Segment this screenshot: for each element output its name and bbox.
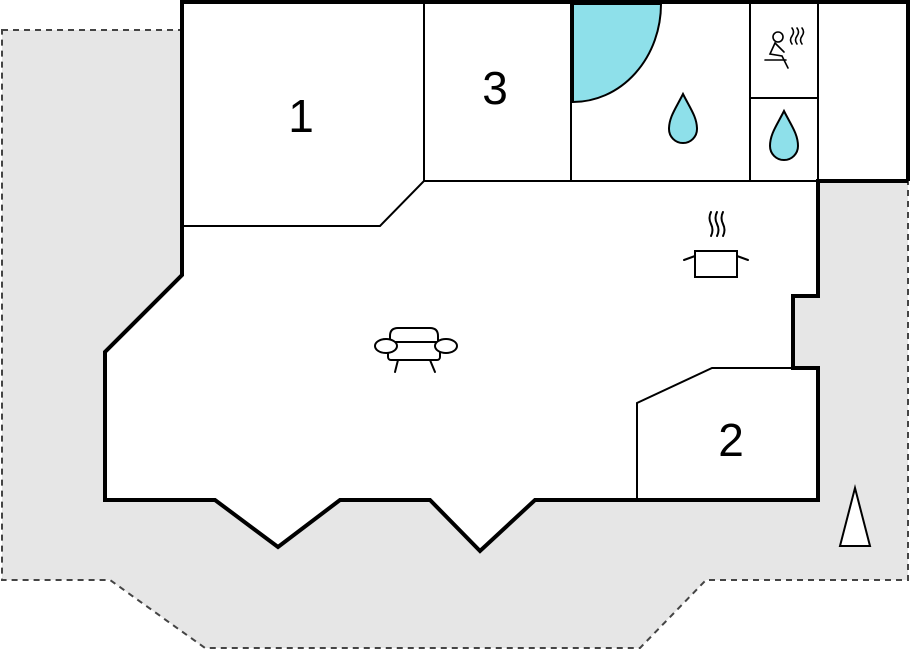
outer-wall xyxy=(103,0,910,554)
room-label-3: 3 xyxy=(482,62,508,114)
inner-walls xyxy=(182,2,819,500)
north-arrow-icon xyxy=(838,484,872,547)
shower-area xyxy=(572,3,663,104)
house-floor xyxy=(105,2,908,551)
room-label-1: 1 xyxy=(288,90,314,142)
room-label-2: 2 xyxy=(718,414,744,466)
toilet-drop-icon xyxy=(768,108,800,161)
sofa-icon xyxy=(374,327,458,373)
wall-room-1 xyxy=(182,2,425,227)
sauna-icon xyxy=(764,27,805,69)
shower-drop-icon xyxy=(667,91,699,144)
wall-room-2 xyxy=(636,367,793,500)
kitchen-pot-icon xyxy=(683,211,749,278)
